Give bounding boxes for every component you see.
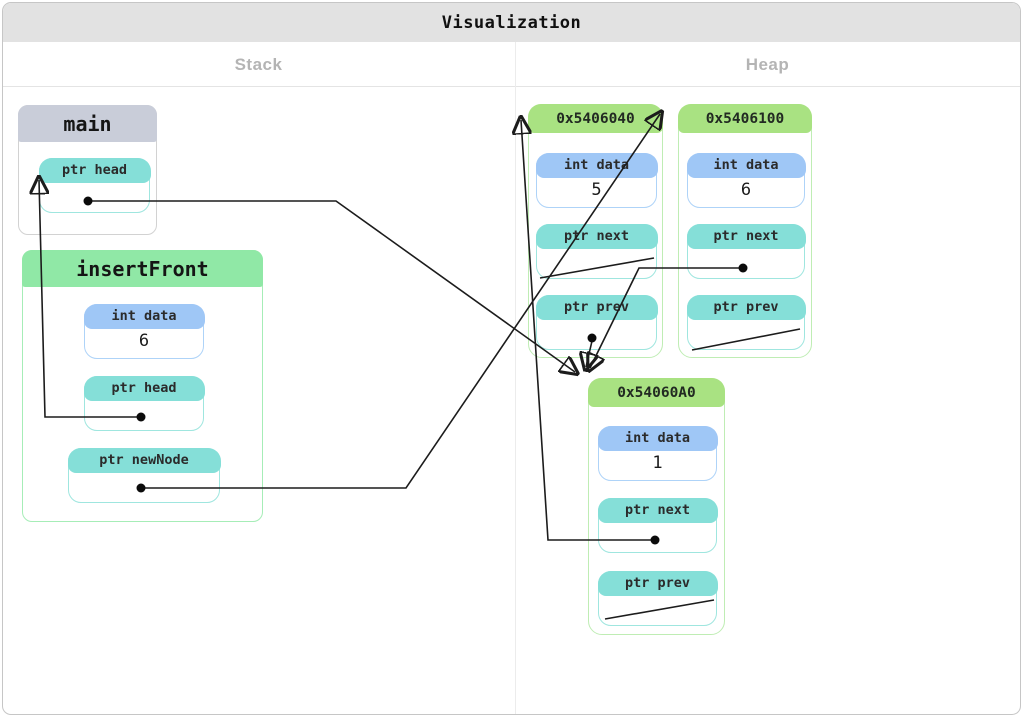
field-value: 5 [591, 179, 602, 200]
field-0x5406100-int-data: int data 6 [686, 152, 806, 208]
field-0x5406100-ptr-prev: ptr prev [686, 294, 806, 350]
field-insertFront-ptr-newNode: ptr newNode [67, 447, 221, 503]
field-insertFront-int-data: int data 6 [83, 303, 205, 359]
field-0x5406040-ptr-prev: ptr prev [535, 294, 658, 350]
field-label: int data [686, 152, 806, 178]
frame-title-insertFront: insertFront [22, 250, 263, 287]
field-0x54060A0-int-data: int data 1 [597, 425, 718, 481]
field-value [688, 322, 804, 349]
field-value [537, 251, 656, 278]
column-headers: Stack Heap [3, 42, 1020, 87]
field-label: int data [535, 152, 658, 178]
stack-frame-main: main ptr head [18, 105, 157, 235]
field-label: ptr prev [597, 570, 718, 596]
stack-column-header: Stack [234, 54, 283, 74]
field-label: int data [597, 425, 718, 451]
field-0x54060A0-ptr-next: ptr next [597, 497, 718, 553]
field-value [537, 322, 656, 349]
page-title: Visualization [441, 12, 582, 33]
field-value [599, 598, 716, 625]
field-value [40, 185, 149, 212]
field-label: ptr prev [686, 294, 806, 320]
field-label: ptr prev [535, 294, 658, 320]
field-label: ptr head [38, 157, 151, 183]
field-0x54060A0-ptr-prev: ptr prev [597, 570, 718, 626]
heap-column-header: Heap [745, 54, 790, 74]
heap-node-0x54060A0: 0x54060A0 int data 1 ptr next ptr prev [588, 378, 725, 635]
field-label: ptr next [597, 497, 718, 523]
title-bar: Visualization [3, 3, 1020, 42]
field-label: int data [83, 303, 205, 329]
field-label: ptr newNode [67, 447, 221, 473]
field-label: ptr head [83, 375, 205, 401]
field-value: 1 [652, 452, 663, 473]
node-address: 0x54060A0 [588, 378, 725, 407]
field-0x5406040-int-data: int data 5 [535, 152, 658, 208]
field-value: 6 [138, 330, 150, 351]
column-divider [515, 42, 516, 714]
field-value [85, 403, 203, 430]
field-value [599, 525, 716, 552]
field-value: 6 [740, 179, 752, 200]
field-value [688, 251, 804, 278]
field-main-ptr-head: ptr head [38, 157, 151, 213]
field-0x5406040-ptr-next: ptr next [535, 223, 658, 279]
field-insertFront-ptr-head: ptr head [83, 375, 205, 431]
field-label: ptr next [686, 223, 806, 249]
frame-title-main: main [18, 105, 157, 142]
node-address: 0x5406100 [678, 104, 812, 133]
field-value [69, 475, 219, 502]
field-0x5406100-ptr-next: ptr next [686, 223, 806, 279]
stack-frame-insertFront: insertFront int data 6 ptr head ptr newN… [22, 250, 263, 522]
heap-node-0x5406100: 0x5406100 int data 6 ptr next ptr prev [678, 104, 812, 358]
node-address: 0x5406040 [528, 104, 663, 133]
heap-node-0x5406040: 0x5406040 int data 5 ptr next ptr prev [528, 104, 663, 358]
field-label: ptr next [535, 223, 658, 249]
